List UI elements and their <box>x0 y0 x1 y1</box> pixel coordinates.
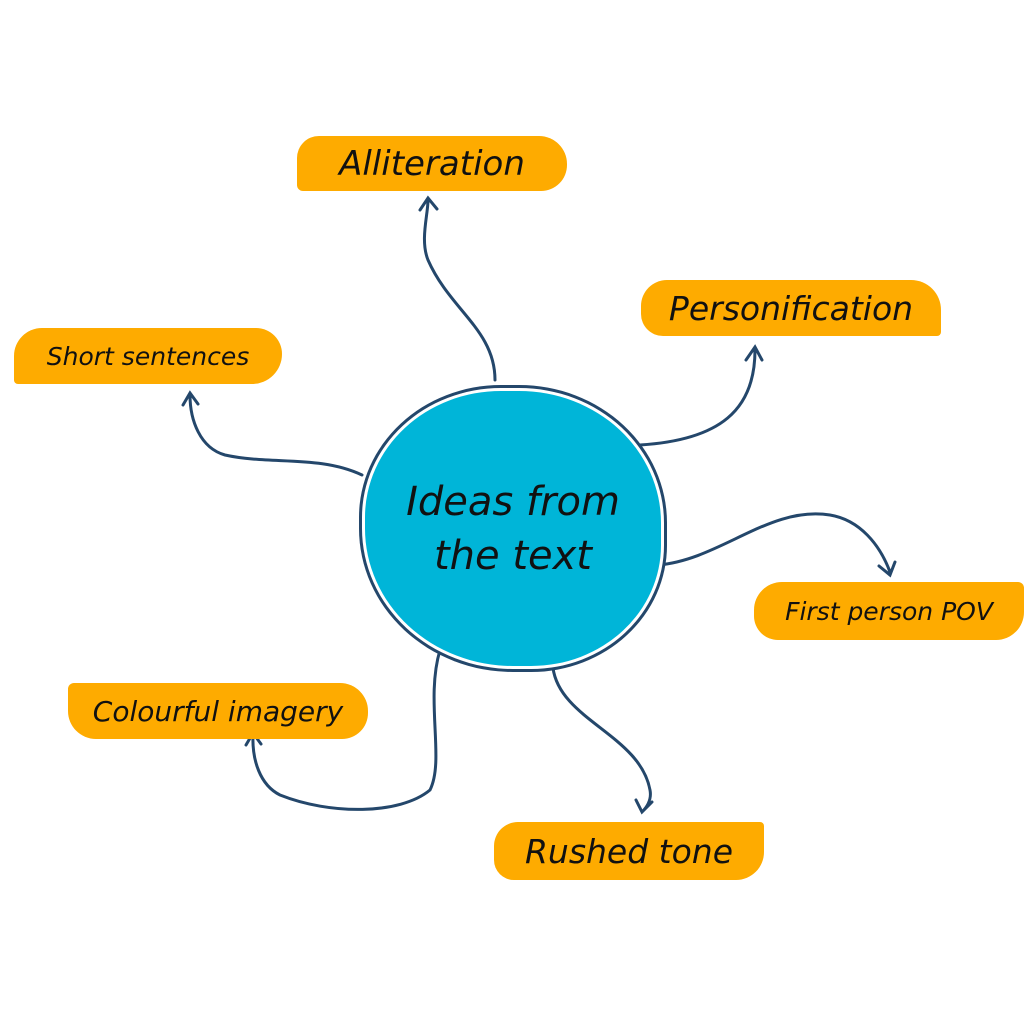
node-first-person-pov: First person POV <box>754 582 1024 640</box>
center-line-2: the text <box>433 532 592 579</box>
center-line-1: Ideas from <box>406 478 620 525</box>
node-rushed-tone: Rushed tone <box>494 822 764 880</box>
connector-alliteration <box>418 195 497 382</box>
connector-short-sentences <box>181 390 364 477</box>
node-short-sentences: Short sentences <box>14 328 282 384</box>
central-idea: Ideas from the text <box>362 388 664 669</box>
node-colourful-imagery: Colourful imagery <box>68 683 368 739</box>
node-alliteration: Alliteration <box>297 136 567 191</box>
node-personification: Personification <box>641 280 941 336</box>
connector-first-person <box>656 512 897 578</box>
connector-personification <box>638 344 764 447</box>
connector-rushed <box>551 666 654 815</box>
